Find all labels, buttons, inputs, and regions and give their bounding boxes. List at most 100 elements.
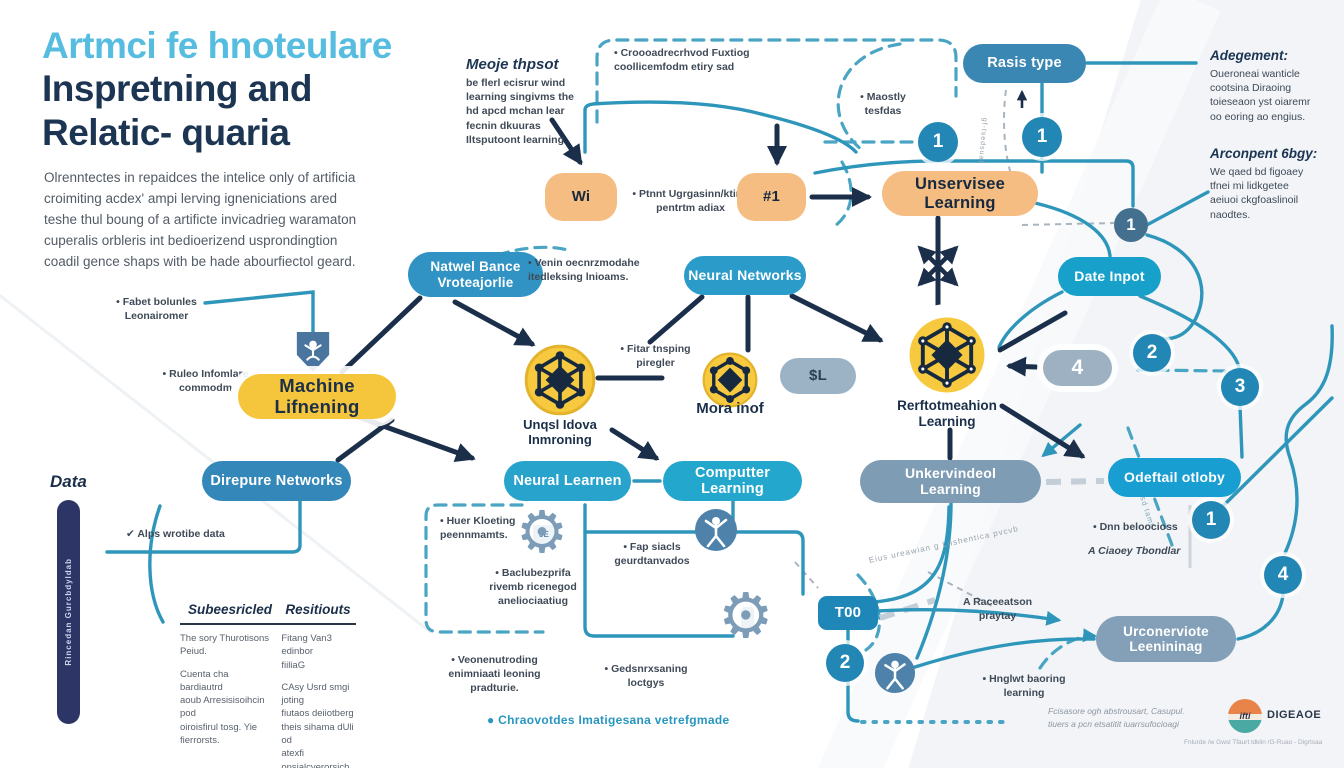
label-unqsl: Unqsl Idova Inmroning: [523, 417, 597, 447]
node-four-label: 4: [1071, 356, 1084, 380]
table-cell: Cuenta cha bardiautrd aoub Arresisisoihc…: [180, 668, 265, 747]
node-natwel-label: Natwel Bance Vroteajorlie: [430, 259, 521, 290]
bullet-veone: • Veonenutroding enimniaati leoning prad…: [448, 654, 541, 695]
badge-1a: 1: [918, 122, 958, 162]
person-icon-waving: [694, 508, 738, 557]
badge-2b-label: 2: [839, 652, 851, 673]
node-neural-learnen-label: Neural Learnen: [513, 472, 622, 489]
arconpent-heading: Arconpent 6bgy:: [1210, 146, 1318, 161]
gear-flask-core: [740, 606, 755, 630]
badge-1d: 1: [1114, 208, 1148, 242]
bullet-maostly: • Maostly tesfdas: [860, 91, 906, 118]
main-title-line2: Inspretning and: [42, 68, 312, 110]
main-title-line1: Artmci fe hnoteulare: [42, 25, 392, 66]
node-rasis-type-label: Rasis type: [987, 55, 1062, 72]
table-header-left: Subeesricled: [187, 602, 273, 617]
bullet-alps: ✔ Alps wrotibe data: [126, 528, 225, 540]
node-neural-networks: Neural Networks: [684, 256, 806, 295]
brand-logo-icon: ifti: [1228, 699, 1262, 733]
badge-1c: 1: [1192, 501, 1230, 539]
gear-icon-je: ⚙: [516, 500, 568, 565]
node-computter-learning: Computter Learning: [663, 461, 802, 501]
badge-1b-label: 1: [1036, 126, 1048, 147]
table-header-right: Resitiouts: [285, 602, 351, 617]
table-cell: CAsy Usrd smgi joting fiutaos deiiotberg…: [281, 681, 354, 768]
node-machine-label: Machine Lifnening: [274, 374, 360, 417]
label-mora-inof: Mora inof: [696, 400, 764, 417]
arconpent-body: We qaed bd figoaey tfnei mi lidkgetee ae…: [1210, 166, 1304, 221]
data-vertical-bar: Rincedan Gurcbdyldab: [57, 500, 80, 724]
table-divider: [180, 623, 356, 625]
adegement-body: Oueroneai wanticle cootsina Diraoing toi…: [1210, 68, 1311, 123]
node-direpure-label: Direpure Networks: [210, 472, 343, 489]
network-node-icon-large: [524, 344, 596, 421]
node-computter-label: Computter Learning: [694, 464, 771, 497]
footer-teal-note: ● Chraovotdes Imatigesana vetrefgmade: [487, 713, 730, 727]
node-unservisee-learning: Unservisee Learning: [882, 171, 1038, 216]
bullet-ptnnt: • Ptnnt Ugrgasinn/kting pentrtm adiax: [632, 188, 749, 215]
node-machine-lifnening: Machine Lifnening: [238, 374, 396, 419]
analyst-shield-icon: [294, 330, 332, 379]
node-hash1: #1: [737, 173, 806, 221]
meoje-heading: Meoje thpsot: [466, 56, 559, 73]
node-date-inpot: Date Inpot: [1058, 257, 1161, 296]
network-node-icon-small: [702, 352, 758, 413]
bullet-venin: • Venin oecnrzmodahe itedleksing lnioams…: [528, 257, 640, 284]
comparison-table: Subeesricled Resitiouts The sory Thuroti…: [180, 602, 356, 768]
node-rasis-type: Rasis type: [963, 44, 1086, 83]
data-heading: Data: [50, 472, 87, 491]
person-icon-circle: [874, 652, 916, 699]
node-t00-label: T00: [834, 603, 862, 621]
brand-logo-caption: Fnlurde /w Gwsl Tfaurt ldklin /G-Ruao - …: [1184, 739, 1323, 746]
bullet-gedsn: • Gedsnrxsaning loctgys: [604, 663, 688, 690]
node-unkervindeol-learning: Unkervindeol Learning: [860, 460, 1041, 503]
node-odeftail-label: Odeftail otloby: [1124, 468, 1225, 485]
reinforcement-network-icon: [908, 316, 986, 399]
badge-1c-label: 1: [1205, 509, 1217, 530]
bullet-hnglwt: • Hnglwt baoring learning: [982, 673, 1066, 700]
node-neural-networks-label: Neural Networks: [688, 266, 802, 283]
intro-paragraph: Olrenntectes in repaidces the intelice o…: [44, 170, 357, 269]
wi-glyph: Wi: [571, 187, 591, 205]
hash1-glyph: #1: [762, 187, 781, 205]
bullet-racee: A Raceeatson praytay: [962, 596, 1033, 623]
bullet-dnn: • Dnn beloocioss: [1093, 521, 1178, 533]
gear-je-core: JE: [532, 524, 556, 544]
footer-footnote: Fcisasore ogh abstrousart, Casupul. tiue…: [1048, 706, 1185, 729]
node-direpure-networks: Direpure Networks: [202, 461, 351, 501]
badge-3a: 3: [1221, 368, 1259, 406]
bullet-baclu: • Baclubezprifa rivemb ricenegod anelioc…: [489, 567, 577, 608]
badge-1a-label: 1: [932, 131, 944, 152]
gear-icon-flask: ⚙: [718, 582, 774, 651]
label-refrot: Rerftotmeahion Learning: [897, 398, 997, 429]
bullet-fabet: • Fabet bolunles Leonairomer: [116, 296, 197, 323]
node-wi: Wi: [545, 173, 617, 221]
table-cell: The sory Thurotisons Peiud.: [180, 633, 270, 658]
node-date-inpot-label: Date Inpot: [1074, 267, 1145, 284]
node-t00: T00: [818, 596, 878, 630]
node-odeftail-otloby: Odeftail otloby: [1108, 458, 1241, 497]
node-four: 4: [1043, 350, 1112, 386]
gear-je-glyph: JE: [539, 529, 549, 539]
badge-2a: 2: [1133, 334, 1171, 372]
bullet-fap: • Fap siacls geurdtanvados: [614, 541, 690, 568]
table-cell: Fitang Van3 edinbor fiiliaG: [281, 633, 332, 671]
badge-1d-label: 1: [1126, 215, 1136, 234]
badge-2b: 2: [826, 644, 864, 682]
bullet-ciaoey: A Ciaoey Tbondlar: [1088, 545, 1181, 557]
badge-1b: 1: [1022, 117, 1062, 157]
node-neural-learnen: Neural Learnen: [504, 461, 631, 501]
bullet-huer: • Huer Kloeting peennmamts.: [440, 515, 516, 542]
brand-logo-text: DIGEAOE: [1267, 709, 1322, 721]
node-natwel-bance: Natwel Bance Vroteajorlie: [408, 252, 543, 297]
data-bar-label: Rincedan Gurcbdyldab: [64, 558, 73, 666]
node-unkervindeol-label: Unkervindeol Learning: [904, 464, 997, 497]
badge-4a: 4: [1264, 556, 1302, 594]
dollar-l-glyph: $L: [809, 366, 827, 384]
adegement-heading: Adegement:: [1210, 48, 1289, 63]
bullet-fitar: • Fitar tnsping piregler: [620, 343, 691, 370]
badge-4a-label: 4: [1277, 564, 1289, 585]
bullet-croo: • Croooadrecrhvod Fuxtiog coollicemfodm …: [614, 47, 750, 74]
badge-2a-label: 2: [1146, 342, 1158, 363]
node-unservisee-label: Unservisee Learning: [914, 175, 1006, 212]
